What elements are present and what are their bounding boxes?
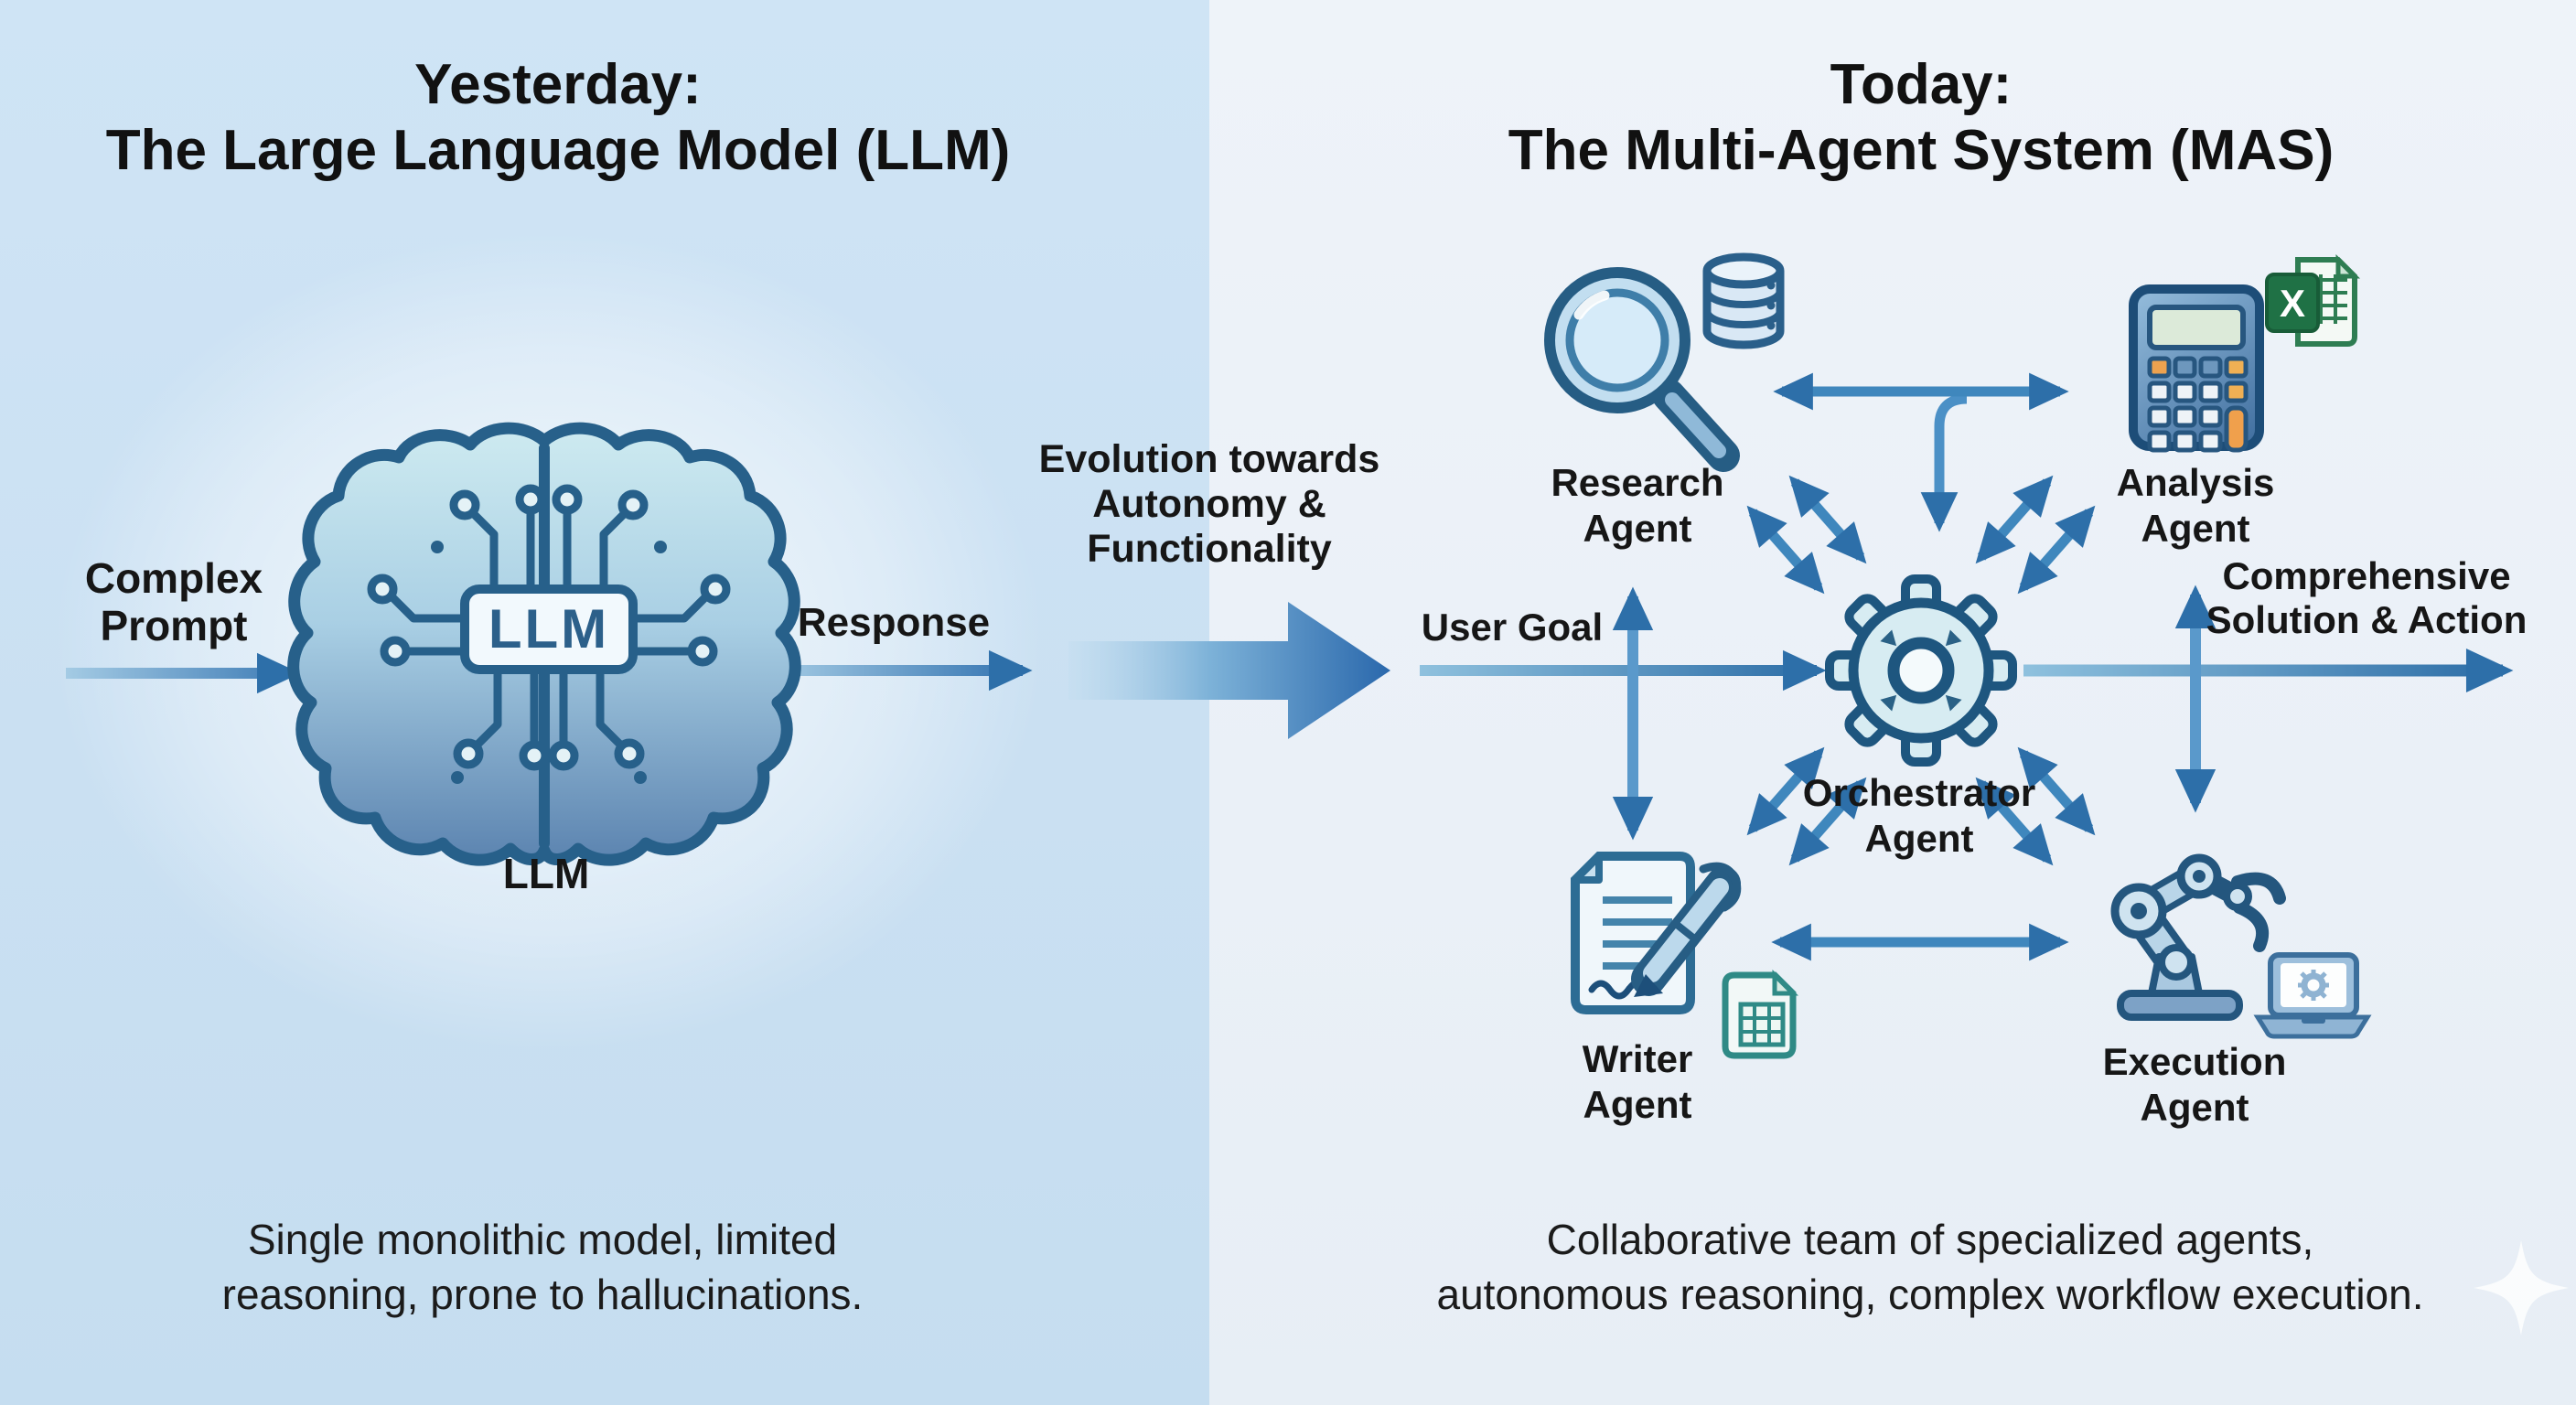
complex-prompt-line1: Complex [84,554,263,602]
analysis-line1: Analysis [2116,461,2275,504]
research-agent-label: Research Agent [1551,460,1723,552]
execution-orchestrator-link [1975,746,2096,866]
sparkle-watermark [2474,1240,2569,1335]
llm-chip [460,585,638,674]
evolution-line2: Autonomy & [1092,482,1326,526]
research-line1: Research [1551,461,1724,504]
left-panel-caption: Single monolithic model, limited reasoni… [222,1212,864,1322]
right-caption-line2: autonomous reasoning, complex workflow e… [1436,1271,2424,1318]
database-icon [1702,252,1785,349]
excel-x-letter: X [2280,282,2305,325]
orchestrator-line1: Orchestrator [1802,771,2036,814]
right-title-line2: The Multi-Agent System (MAS) [1508,119,2334,182]
execution-line1: Execution [2102,1040,2287,1083]
solution-line2: Solution & Action [2206,598,2528,641]
left-caption-line1: Single monolithic model, limited [247,1216,838,1263]
left-caption-line2: reasoning, prone to hallucinations. [221,1271,864,1318]
writer-line2: Agent [1583,1083,1692,1126]
research-orchestrator-link [1746,475,1867,595]
llm-chip-label: LLM [488,598,610,660]
right-caption-line1: Collaborative team of specialized agents… [1546,1216,2314,1263]
orchestrator-line2: Agent [1864,817,1974,860]
evolution-line3: Functionality [1087,527,1332,571]
execution-line2: Agent [2140,1086,2249,1129]
solution-line1: Comprehensive [2222,554,2511,597]
excel-file-icon: X [2265,253,2361,347]
circuit-brain-icon [287,422,801,866]
evolution-arrow [1068,602,1390,739]
right-panel-caption: Collaborative team of specialized agents… [1436,1212,2423,1322]
evolution-label: Evolution towards Autonomy & Functionali… [1039,437,1380,572]
analysis-orchestrator-link [1975,475,2096,595]
laptop-gear-glyph [2298,970,2329,1001]
analysis-agent-label: Analysis Agent [2117,460,2275,552]
writer-orchestrator-link [1746,746,1867,866]
complex-prompt-line2: Prompt [100,602,248,649]
calculator-icon [2129,284,2264,453]
left-panel-title: Yesterday: The Large Language Model (LLM… [106,52,1011,184]
writer-agent-label: Writer Agent [1583,1036,1693,1128]
response-label: Response [797,600,991,645]
user-goal-label: User Goal [1421,606,1604,649]
spreadsheet-file-icon [1722,969,1799,1059]
left-title-line1: Yesterday: [414,53,702,116]
execution-agent-label: Execution Agent [2103,1039,2287,1131]
pen-icon [1631,862,1742,997]
right-title-line1: Today: [1830,53,2012,116]
laptop-icon [2253,952,2372,1039]
magnifier-icon [1544,267,1740,472]
writer-line1: Writer [1582,1037,1693,1080]
brain-caption: LLM [502,850,590,897]
robot-arm-icon [2110,853,2286,1021]
research-analysis-arrow [1773,372,2069,532]
right-panel-title: Today: The Multi-Agent System (MAS) [1508,52,2334,184]
complex-prompt-label: Complex Prompt [85,554,263,649]
left-title-line2: The Large Language Model (LLM) [105,119,1011,182]
analysis-line2: Agent [2141,507,2250,550]
gear-icon [1825,574,2017,767]
solution-label: Comprehensive Solution & Action [2206,554,2528,642]
orchestrator-agent-label: Orchestrator Agent [1803,770,2035,862]
research-line2: Agent [1583,507,1692,550]
evolution-line1: Evolution towards [1038,437,1380,481]
